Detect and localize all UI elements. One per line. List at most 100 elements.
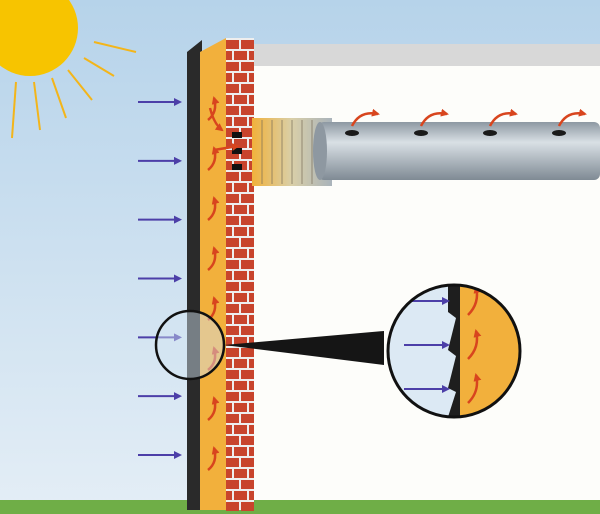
brick bbox=[241, 260, 254, 269]
duct-pipe bbox=[318, 122, 600, 180]
brick bbox=[226, 392, 239, 401]
brick bbox=[249, 425, 254, 434]
duct-outlet bbox=[552, 130, 566, 136]
brick bbox=[226, 381, 232, 390]
curved-arrow-icon bbox=[207, 246, 220, 271]
brick bbox=[241, 216, 254, 225]
brick bbox=[226, 447, 232, 456]
curved-arrow-icon bbox=[207, 346, 220, 371]
brick-wall bbox=[226, 38, 254, 511]
brick bbox=[226, 62, 239, 71]
brick bbox=[249, 403, 254, 412]
brick bbox=[241, 326, 254, 335]
brick bbox=[241, 502, 254, 511]
brick bbox=[249, 73, 254, 82]
vent-slots bbox=[232, 132, 242, 170]
brick bbox=[249, 227, 254, 236]
brick bbox=[226, 106, 239, 115]
detail-zoom bbox=[386, 283, 522, 419]
brick bbox=[241, 436, 254, 445]
brick bbox=[234, 51, 247, 60]
brick bbox=[234, 249, 247, 258]
brick bbox=[226, 249, 232, 258]
curved-arrow-icon bbox=[207, 446, 220, 471]
brick bbox=[241, 128, 254, 137]
brick bbox=[226, 458, 239, 467]
brick bbox=[249, 271, 254, 280]
brick bbox=[241, 392, 254, 401]
sun-ray-icon bbox=[51, 77, 67, 119]
vent-slot-icon bbox=[232, 148, 242, 154]
detail-circle bbox=[386, 283, 522, 419]
brick bbox=[241, 150, 254, 159]
brick bbox=[249, 337, 254, 346]
warm-air-arrows bbox=[207, 96, 240, 471]
brick bbox=[226, 359, 232, 368]
brick bbox=[226, 260, 239, 269]
brick bbox=[241, 480, 254, 489]
sun-ray-icon bbox=[93, 41, 137, 53]
brick bbox=[226, 238, 239, 247]
brick bbox=[249, 249, 254, 258]
brick bbox=[241, 40, 254, 49]
callout-pointer bbox=[224, 331, 384, 365]
brick bbox=[226, 172, 239, 181]
brick bbox=[249, 161, 254, 170]
brick bbox=[226, 227, 232, 236]
brick bbox=[241, 282, 254, 291]
sun-ray-icon bbox=[67, 69, 93, 101]
curved-arrow-icon bbox=[207, 196, 220, 221]
curved-arrow-icon bbox=[467, 373, 482, 404]
brick bbox=[249, 51, 254, 60]
magnifier-callout bbox=[154, 309, 384, 381]
brick bbox=[249, 95, 254, 104]
brick bbox=[234, 73, 247, 82]
brick bbox=[249, 381, 254, 390]
brick bbox=[226, 304, 239, 313]
brick bbox=[234, 95, 247, 104]
brick bbox=[241, 414, 254, 423]
brick bbox=[226, 502, 239, 511]
brick bbox=[226, 491, 232, 500]
brick bbox=[226, 95, 232, 104]
brick bbox=[226, 414, 239, 423]
brick bbox=[226, 216, 239, 225]
brick bbox=[226, 73, 232, 82]
curved-arrow-icon bbox=[208, 107, 224, 132]
brick bbox=[234, 183, 247, 192]
brick bbox=[226, 469, 232, 478]
curved-arrow-icon bbox=[488, 108, 518, 127]
brick bbox=[241, 194, 254, 203]
brick bbox=[241, 238, 254, 247]
air-gap-layer bbox=[200, 38, 226, 510]
brick bbox=[234, 315, 247, 324]
curved-arrow-icon bbox=[467, 329, 482, 360]
brick bbox=[241, 370, 254, 379]
solar-radiation-arrows bbox=[138, 98, 182, 459]
brick bbox=[234, 117, 247, 126]
brick bbox=[234, 293, 247, 302]
brick bbox=[234, 469, 247, 478]
brick bbox=[226, 150, 239, 159]
brick bbox=[234, 139, 247, 148]
brick bbox=[234, 205, 247, 214]
vent-slot-icon bbox=[232, 164, 242, 170]
brick bbox=[249, 205, 254, 214]
brick bbox=[226, 139, 232, 148]
ceiling bbox=[253, 44, 600, 66]
curved-arrow-icon bbox=[207, 96, 220, 121]
brick bbox=[226, 205, 232, 214]
sun-ray-icon bbox=[11, 81, 17, 139]
duct-outlet bbox=[414, 130, 428, 136]
curved-arrow-icon bbox=[213, 143, 240, 152]
brick bbox=[249, 359, 254, 368]
ground bbox=[0, 500, 600, 514]
brick bbox=[249, 469, 254, 478]
ventilation-duct bbox=[252, 118, 600, 186]
brick bbox=[249, 183, 254, 192]
duct-outlet bbox=[345, 130, 359, 136]
brick bbox=[234, 337, 247, 346]
brick bbox=[226, 161, 232, 170]
